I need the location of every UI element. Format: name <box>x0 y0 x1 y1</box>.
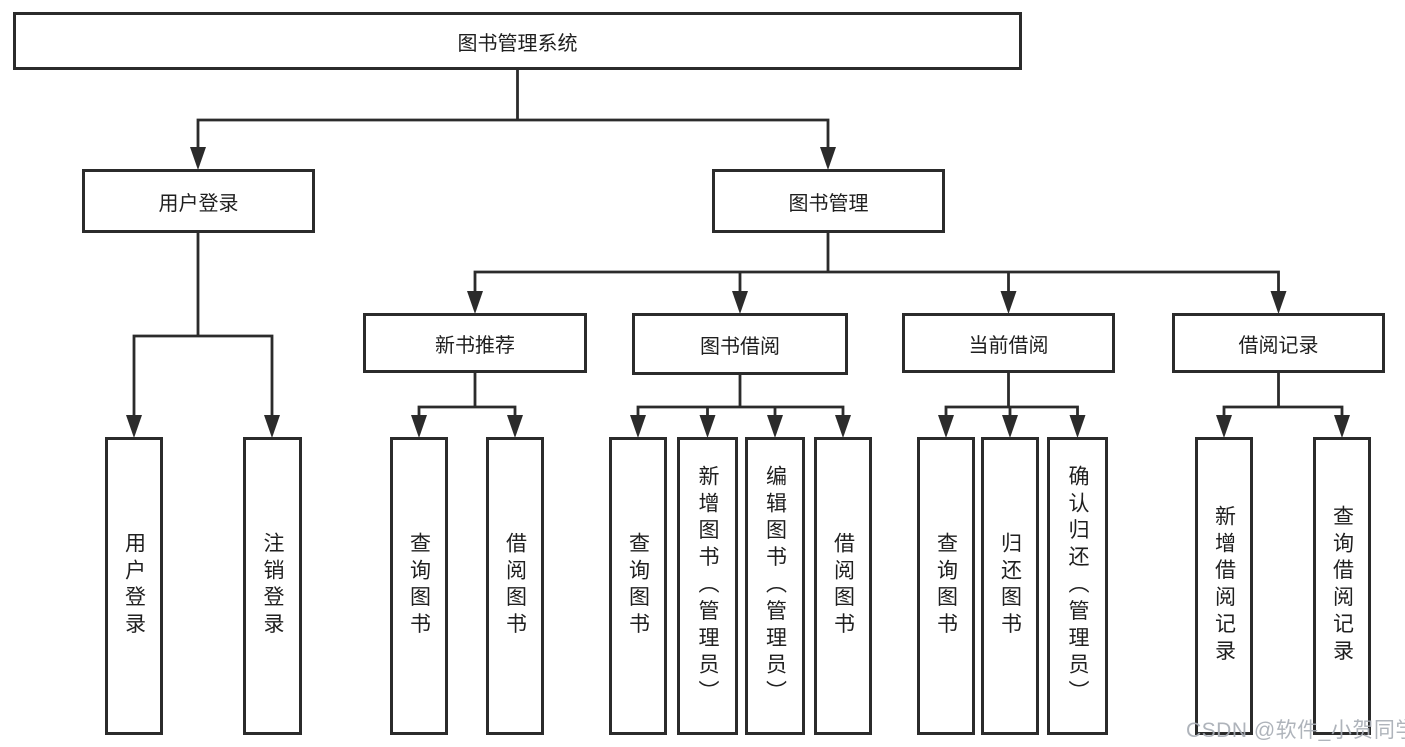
leaf-edit-book-admin-label: 编辑图书（管理员） <box>763 465 787 707</box>
leaf-borrow-books-borrow-label: 借阅图书 <box>831 532 855 640</box>
node-user-login: 用户登录 <box>82 169 315 233</box>
node-root-system: 图书管理系统 <box>13 12 1022 70</box>
node-book-management-label: 图书管理 <box>788 192 869 215</box>
node-new-book-recommend-label: 新书推荐 <box>435 334 515 357</box>
node-new-book-recommend: 新书推荐 <box>363 313 587 373</box>
leaf-borrow-books-recommend: 借阅图书 <box>486 437 544 735</box>
csdn-watermark: CSDN @软件_小贺同学 <box>1186 719 1405 742</box>
leaf-edit-book-admin: 编辑图书（管理员） <box>745 437 805 735</box>
node-book-borrow-label: 图书借阅 <box>700 335 780 358</box>
node-root-system-label: 图书管理系统 <box>457 32 578 55</box>
leaf-add-borrow-record: 新增借阅记录 <box>1195 437 1253 735</box>
leaf-user-login: 用户登录 <box>105 437 163 735</box>
leaf-query-books-current: 查询图书 <box>917 437 975 735</box>
leaf-query-books-recommend: 查询图书 <box>390 437 448 735</box>
leaf-confirm-return-admin-label: 确认归还（管理员） <box>1066 465 1089 707</box>
leaf-return-book: 归还图书 <box>981 437 1039 735</box>
leaf-query-books-current-label: 查询图书 <box>934 532 958 640</box>
node-borrow-records: 借阅记录 <box>1172 313 1385 373</box>
leaf-confirm-return-admin: 确认归还（管理员） <box>1047 437 1108 735</box>
leaf-borrow-books-borrow: 借阅图书 <box>814 437 872 735</box>
leaf-query-books-borrow-label: 查询图书 <box>626 532 650 640</box>
leaf-add-book-admin-label: 新增图书（管理员） <box>696 465 719 707</box>
leaf-query-borrow-record: 查询借阅记录 <box>1313 437 1371 735</box>
node-book-management: 图书管理 <box>712 169 945 233</box>
leaf-query-borrow-record-label: 查询借阅记录 <box>1330 505 1354 667</box>
node-current-borrow-label: 当前借阅 <box>968 334 1049 357</box>
leaf-query-books-borrow: 查询图书 <box>609 437 667 735</box>
node-user-login-label: 用户登录 <box>158 192 239 215</box>
leaf-logout: 注销登录 <box>243 437 302 735</box>
leaf-add-borrow-record-label: 新增借阅记录 <box>1212 505 1236 667</box>
leaf-borrow-books-recommend-label: 借阅图书 <box>503 532 527 640</box>
leaf-user-login-label: 用户登录 <box>122 532 146 640</box>
node-borrow-records-label: 借阅记录 <box>1238 334 1319 357</box>
leaf-query-books-recommend-label: 查询图书 <box>407 532 431 640</box>
arrowheads <box>126 147 1350 438</box>
node-current-borrow: 当前借阅 <box>902 313 1115 373</box>
leaf-return-book-label: 归还图书 <box>998 532 1022 640</box>
leaf-add-book-admin: 新增图书（管理员） <box>677 437 738 735</box>
node-book-borrow: 图书借阅 <box>632 313 848 375</box>
leaf-logout-label: 注销登录 <box>261 532 284 640</box>
